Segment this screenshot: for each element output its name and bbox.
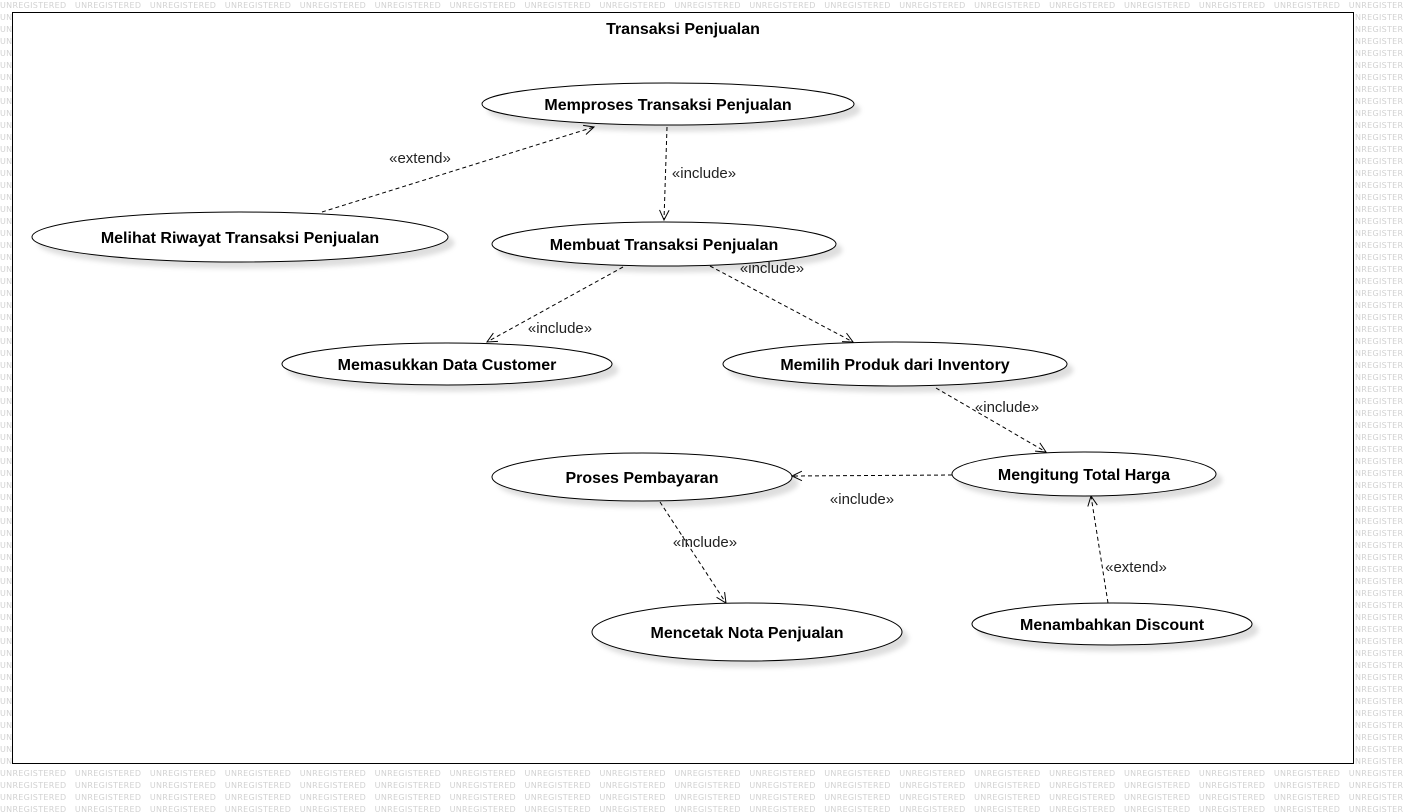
dependency-line <box>663 126 668 221</box>
dependency-line <box>935 387 1047 453</box>
arrowhead <box>485 332 499 343</box>
use-case-label: Mengitung Total Harga <box>998 467 1170 484</box>
include-stereotype-label: «include» <box>528 320 592 337</box>
use-case-label: Proses Pembayaran <box>566 470 719 487</box>
include-relationship-membuat-memilih[interactable]: «include» <box>709 260 855 343</box>
extend-stereotype-label: «extend» <box>389 150 451 167</box>
include-stereotype-label: «include» <box>830 491 894 508</box>
include-relationship-mengitung-proses[interactable]: «include» <box>790 470 953 508</box>
relationships-layer: «extend» «include» «include» «include» «incl… <box>321 124 1167 604</box>
extend-relationship-melihat-memproses[interactable]: «extend» <box>321 124 596 213</box>
arrowhead <box>716 592 727 604</box>
extend-stereotype-label: «extend» <box>1105 559 1167 576</box>
use-case-ellipse <box>31 211 449 263</box>
use-case-label: Menambahkan Discount <box>1020 617 1205 634</box>
include-stereotype-label: «include» <box>673 534 737 551</box>
use-case-ellipse <box>591 602 903 662</box>
use-case-ellipse <box>281 342 613 386</box>
arrowhead <box>1034 442 1047 453</box>
use-case-melihat[interactable]: Melihat Riwayat Transaksi Penjualan <box>31 211 449 263</box>
include-relationship-membuat-memasukkan[interactable]: «include» <box>485 266 624 343</box>
use-case-proses[interactable]: Proses Pembayaran <box>491 452 793 502</box>
dependency-line <box>709 265 854 343</box>
dependency-line <box>659 501 727 604</box>
include-relationship-memproses-membuat[interactable]: «include» <box>659 126 737 222</box>
use-case-ellipse <box>951 451 1217 497</box>
include-relationship-proses-mencetak[interactable]: «include» <box>659 501 737 604</box>
use-case-label: Memilih Produk dari Inventory <box>780 357 1009 374</box>
extend-relationship-menambahkan-mengitung[interactable]: «extend» <box>1087 494 1167 604</box>
dependency-line <box>1090 495 1109 604</box>
use-case-label: Membuat Transaksi Penjualan <box>550 237 779 254</box>
use-case-ellipse <box>481 82 855 126</box>
use-case-ellipse <box>971 602 1253 646</box>
arrowhead <box>659 209 670 222</box>
use-case-memilih[interactable]: Memilih Produk dari Inventory <box>722 341 1068 387</box>
use-case-label: Memproses Transaksi Penjualan <box>544 97 791 114</box>
use-case-ellipse <box>722 341 1068 387</box>
use-case-label: Melihat Riwayat Transaksi Penjualan <box>101 230 379 247</box>
use-case-mencetak[interactable]: Mencetak Nota Penjualan <box>591 602 903 662</box>
dependency-line <box>791 474 953 477</box>
dependency-line <box>321 126 595 213</box>
use-case-memproses[interactable]: Memproses Transaksi Penjualan <box>481 82 855 126</box>
use-case-label: Memasukkan Data Customer <box>338 357 557 374</box>
use-case-memasukkan[interactable]: Memasukkan Data Customer <box>281 342 613 386</box>
include-relationship-memilih-mengitung[interactable]: «include» <box>935 387 1047 453</box>
arrowhead <box>841 332 855 343</box>
include-stereotype-label: «include» <box>740 260 804 277</box>
diagram-title: Transaksi Penjualan <box>606 21 760 38</box>
include-stereotype-label: «include» <box>975 399 1039 416</box>
use-case-label: Mencetak Nota Penjualan <box>651 625 844 642</box>
use-case-ellipse <box>491 221 837 267</box>
include-stereotype-label: «include» <box>672 165 736 182</box>
use-case-ellipse <box>491 452 793 502</box>
use-case-mengitung[interactable]: Mengitung Total Harga <box>951 451 1217 497</box>
use-case-membuat[interactable]: Membuat Transaksi Penjualan <box>491 221 837 267</box>
arrowhead <box>583 124 596 135</box>
dependency-line <box>486 266 624 343</box>
use-case-menambahkan[interactable]: Menambahkan Discount <box>971 602 1253 646</box>
